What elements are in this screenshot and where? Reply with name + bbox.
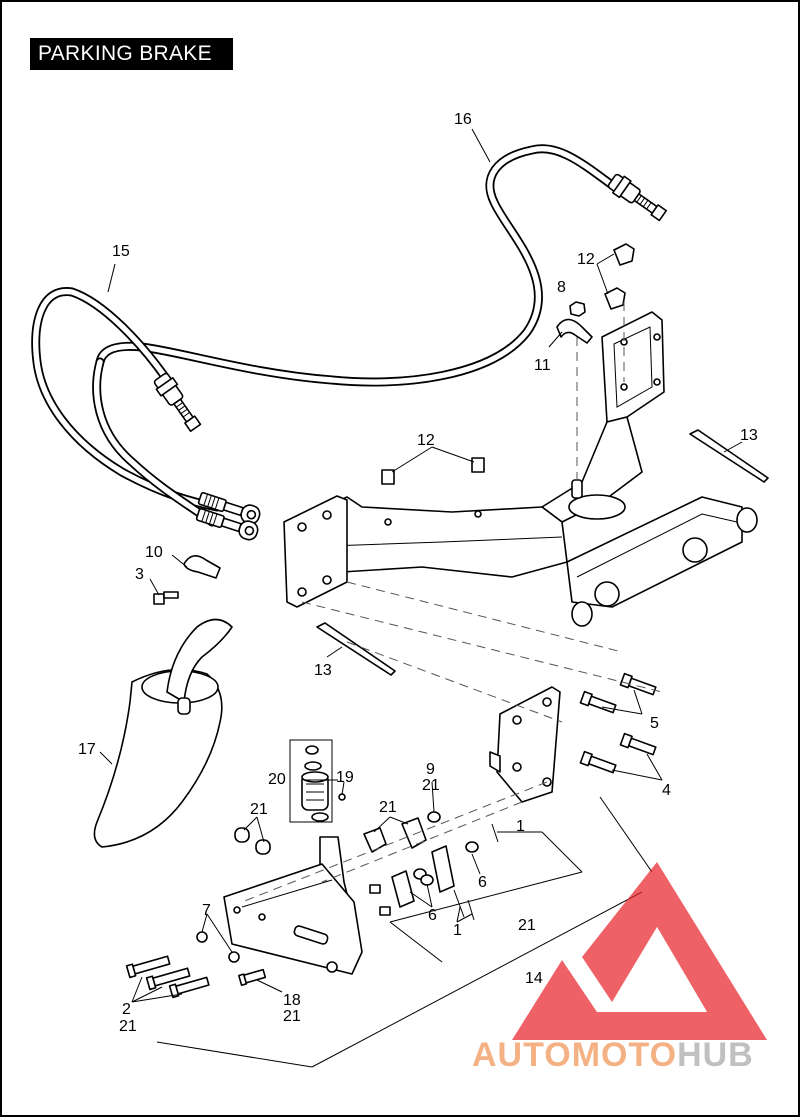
callout-1-top: 1 <box>516 818 525 835</box>
callout-21-e: 21 <box>283 1008 301 1025</box>
callout-17: 17 <box>78 741 96 758</box>
linkage-parts <box>363 811 499 921</box>
nut-8 <box>569 301 586 482</box>
clamp-11 <box>556 318 593 344</box>
callout-10: 10 <box>145 544 163 561</box>
watermark-text: AUTOMOTOHUB <box>472 1036 754 1075</box>
watermark-word-orange: AUTOMOTO <box>472 1036 678 1074</box>
brake-lever-assembly <box>223 836 363 975</box>
cable-16 <box>95 144 668 387</box>
callout-2: 2 <box>122 1001 131 1018</box>
clip-12-upper <box>604 243 635 382</box>
callout-8: 8 <box>557 279 566 296</box>
callout-21-f: 21 <box>119 1018 137 1035</box>
callout-13-right: 13 <box>740 427 758 444</box>
callout-11: 11 <box>534 357 551 374</box>
page-title: PARKING BRAKE <box>30 38 233 70</box>
watermark-word-gray: HUB <box>677 1036 754 1074</box>
bushings-21 <box>234 827 271 855</box>
callout-18: 18 <box>283 992 301 1009</box>
bolts-2-7-18 <box>125 931 267 999</box>
callout-21-a: 21 <box>422 777 440 794</box>
tie-strap-13-right <box>689 429 769 483</box>
callout-15: 15 <box>112 243 130 260</box>
callout-16: 16 <box>454 111 472 128</box>
screw-3 <box>153 591 179 605</box>
callout-12-mid: 12 <box>417 432 435 449</box>
tie-strap-13-left <box>316 622 396 676</box>
watermark-logo <box>512 862 767 1040</box>
callout-13-left: 13 <box>314 662 332 679</box>
callout-12-top: 12 <box>577 251 595 268</box>
callout-3: 3 <box>135 566 144 583</box>
callout-14: 14 <box>525 970 543 987</box>
mounting-bracket <box>489 686 561 803</box>
mounting-frame <box>283 311 758 627</box>
callout-21-d: 21 <box>518 917 536 934</box>
screw-set-5-4 <box>579 672 657 774</box>
callout-1-bottom: 1 <box>453 922 462 939</box>
callout-4: 4 <box>662 782 671 799</box>
cable-15 <box>31 287 261 541</box>
callout-20: 20 <box>268 771 286 788</box>
callout-6-mid: 6 <box>428 907 437 924</box>
callout-5: 5 <box>650 715 659 732</box>
callout-7: 7 <box>202 902 211 919</box>
boot-17 <box>93 618 233 848</box>
callout-19: 19 <box>336 769 354 786</box>
callout-21-b: 21 <box>379 799 397 816</box>
callout-6-right: 6 <box>478 874 487 891</box>
callout-labels: 16 15 12 8 11 12 13 10 3 13 5 17 9 21 20… <box>78 111 758 1035</box>
clamp-10 <box>183 555 221 579</box>
callout-21-c: 21 <box>250 801 268 818</box>
assembly-lines <box>156 581 663 1068</box>
leader-lines <box>99 128 743 1003</box>
callout-9: 9 <box>426 761 435 778</box>
